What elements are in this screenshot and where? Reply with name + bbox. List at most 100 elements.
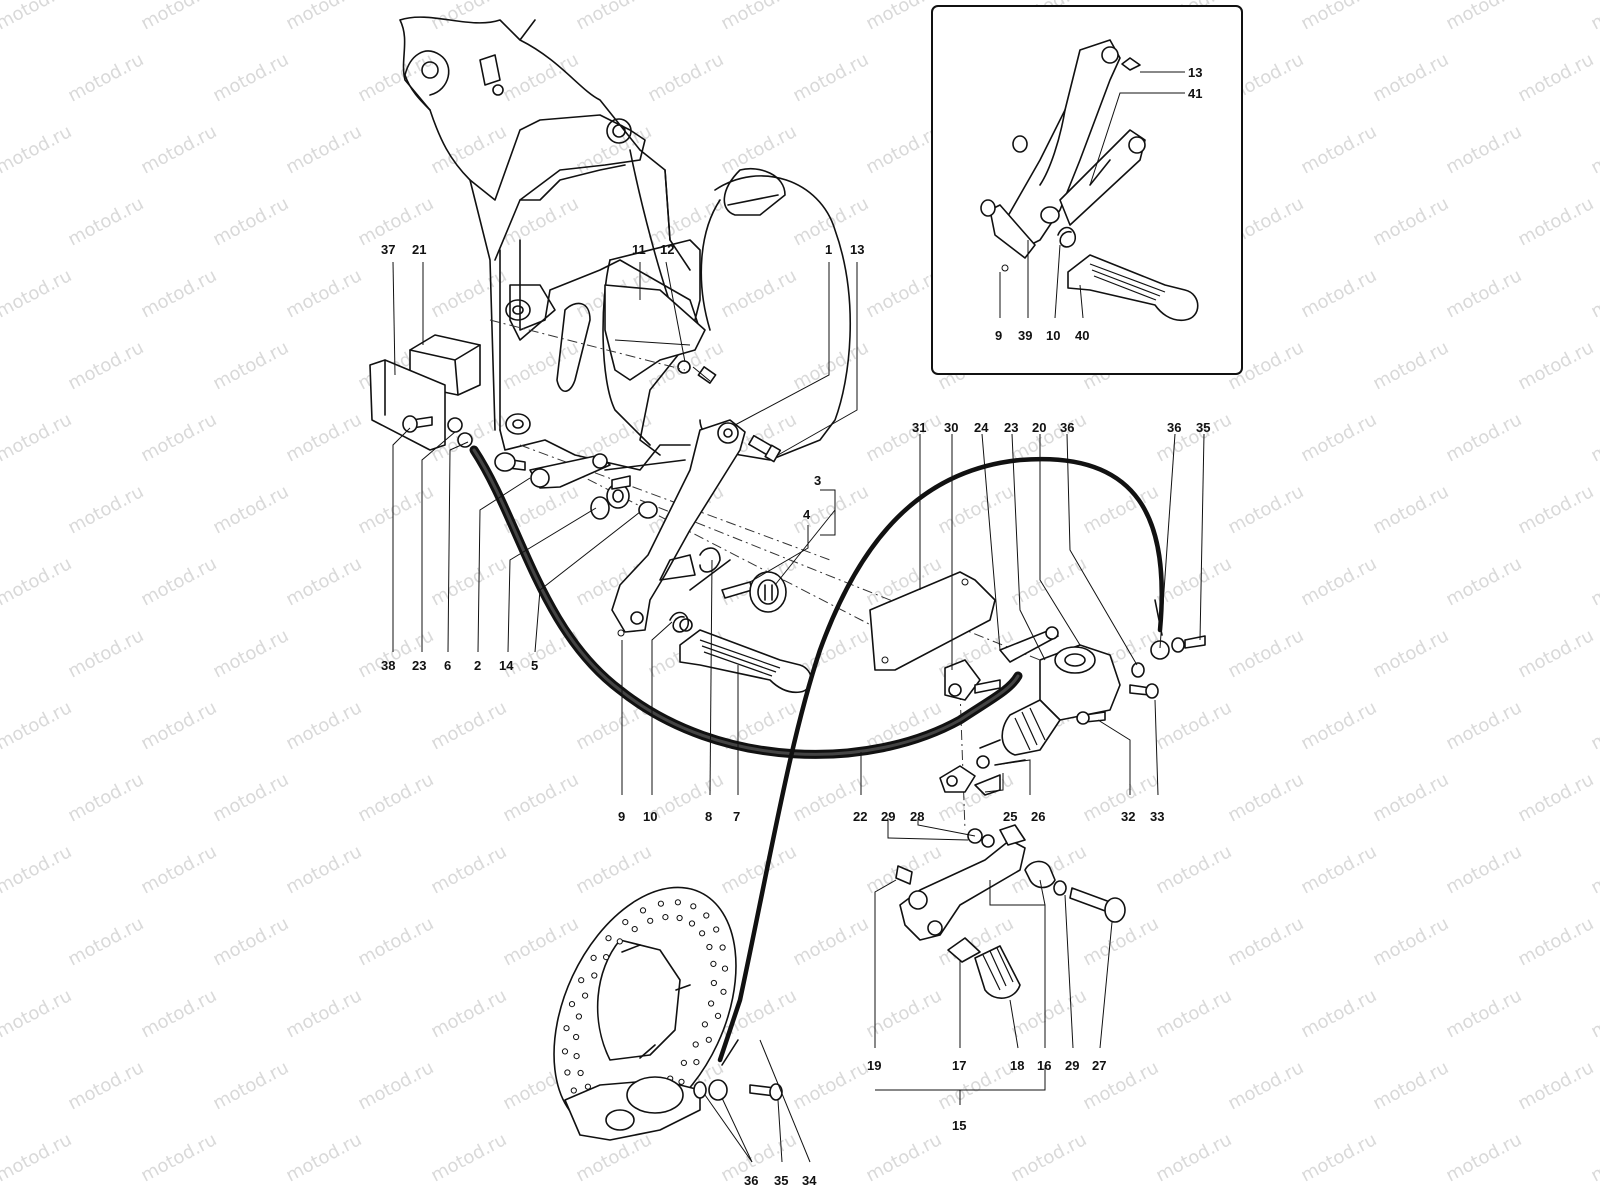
callout-10: 10 [643,809,657,824]
watermark-text: motod.ru [1369,193,1452,250]
watermark-text: motod.ru [0,841,75,898]
callout-23: 23 [412,658,426,673]
watermark-text: motod.ru [0,985,75,1042]
watermark-text: motod.ru [499,913,582,970]
watermark-text: motod.ru [137,1129,220,1186]
callout-36: 36 [1060,420,1074,435]
caliper-bolt-35 [749,1083,783,1101]
disc-hole [690,903,697,910]
watermark-text: motod.ru [789,49,872,106]
bolt-13 [748,434,782,463]
watermark-text: motod.ru [1442,409,1525,466]
watermark-text: motod.ru [1152,409,1235,466]
watermark-text: motod.ru [789,913,872,970]
callout-labels: 37 21 11 12 1 13 3 4 31 30 24 23 20 36 3… [381,65,1210,1188]
disc-hole [680,1059,688,1067]
watermark-text: motod.ru [1442,265,1525,322]
watermark-text: motod.ru [789,337,872,394]
watermark-text: motod.ru [209,193,292,250]
watermark-text: motod.ru [1079,481,1162,538]
watermark-text: motod.ru [1152,985,1235,1042]
watermark-text: motod.ru [427,121,510,178]
callout-20: 20 [1032,420,1046,435]
disc-hole [605,935,612,942]
screw-19 [895,865,913,885]
disc-hole [657,900,665,907]
callout-16: 16 [1037,1058,1051,1073]
watermark-text: motod.ru [0,481,2,538]
leader-lines [392,71,1205,1163]
disc-hole [676,914,683,922]
watermark-text: motod.ru [1297,553,1380,610]
watermark-text: motod.ru [0,769,2,826]
watermark-text: motod.ru [1369,49,1452,106]
watermark-text: motod.ru [1587,409,1600,466]
spring-10 [669,611,690,633]
watermark-text: motod.ru [64,193,147,250]
inset-callout-39: 39 [1018,328,1032,343]
watermark-text: motod.ru [1587,0,1600,34]
watermark-text: motod.ru [427,697,510,754]
brake-pipe-34 [717,456,1165,1066]
watermark-text: motod.ru [1152,841,1235,898]
watermark-text: motod.ru [1514,49,1597,106]
watermark-text: motod.ru [1297,697,1380,754]
watermark-text: motod.ru [1297,0,1380,34]
watermark-text: motod.ru [354,481,437,538]
watermark-text: motod.ru [209,481,292,538]
watermark-text: motod.ru [1442,841,1525,898]
caliper-banjo-36 [693,1079,728,1101]
watermark-text: motod.ru [209,337,292,394]
watermark-text: motod.ru [1297,841,1380,898]
banjo-fitting-23 [447,417,473,448]
watermark-text: motod.ru [1442,121,1525,178]
watermark-text: motod.ru [137,841,220,898]
callout-38: 38 [381,658,395,673]
disc-hole [706,943,713,951]
watermark-text: motod.ru [1514,769,1597,826]
disc-hole [662,914,669,921]
watermark-text: motod.ru [209,49,292,106]
peg-17 [947,937,981,963]
callout-9: 9 [618,809,625,824]
watermark-text: motod.ru [354,769,437,826]
watermark-text: motod.ru [64,481,147,538]
watermark-text: motod.ru [282,265,365,322]
watermark-text: motod.ru [1369,913,1452,970]
disc-hole [582,992,589,999]
callout-34: 34 [802,1173,817,1188]
watermark-text: motod.ru [427,553,510,610]
spring-clip-8 [689,547,731,591]
inset-callout-13: 13 [1188,65,1202,80]
disc-hole [590,954,597,962]
disc-hole [678,1078,685,1085]
footpeg-7 [679,618,813,694]
inset-callout-41: 41 [1188,86,1202,101]
fork-30 [944,659,1001,701]
watermark-text: motod.ru [427,0,510,34]
callout-13: 13 [850,242,864,257]
watermark-text: motod.ru [862,1129,945,1186]
disc-hole [701,1021,709,1028]
watermark-text: motod.ru [1442,0,1525,34]
inset-callout-10: 10 [1046,328,1060,343]
watermark-text: motod.ru [209,769,292,826]
callout-35: 35 [774,1173,788,1188]
watermark-text: motod.ru [1514,337,1597,394]
callout-32: 32 [1121,809,1135,824]
watermark-text: motod.ru [0,697,75,754]
callout-31: 31 [912,420,926,435]
callout-27: 27 [1092,1058,1106,1073]
brake-caliper [564,1076,701,1141]
washer-36 [1131,662,1145,678]
link-plate-2 [529,453,611,489]
disc-hole [563,1025,570,1032]
inset-callout-9: 9 [995,328,1002,343]
callout-15: 15 [952,1118,966,1133]
disc-hole [699,930,706,937]
watermark-text: motod.ru [499,49,582,106]
watermark-text: motod.ru [282,0,365,34]
watermark-text: motod.ru [1514,481,1597,538]
callout-30: 30 [944,420,958,435]
